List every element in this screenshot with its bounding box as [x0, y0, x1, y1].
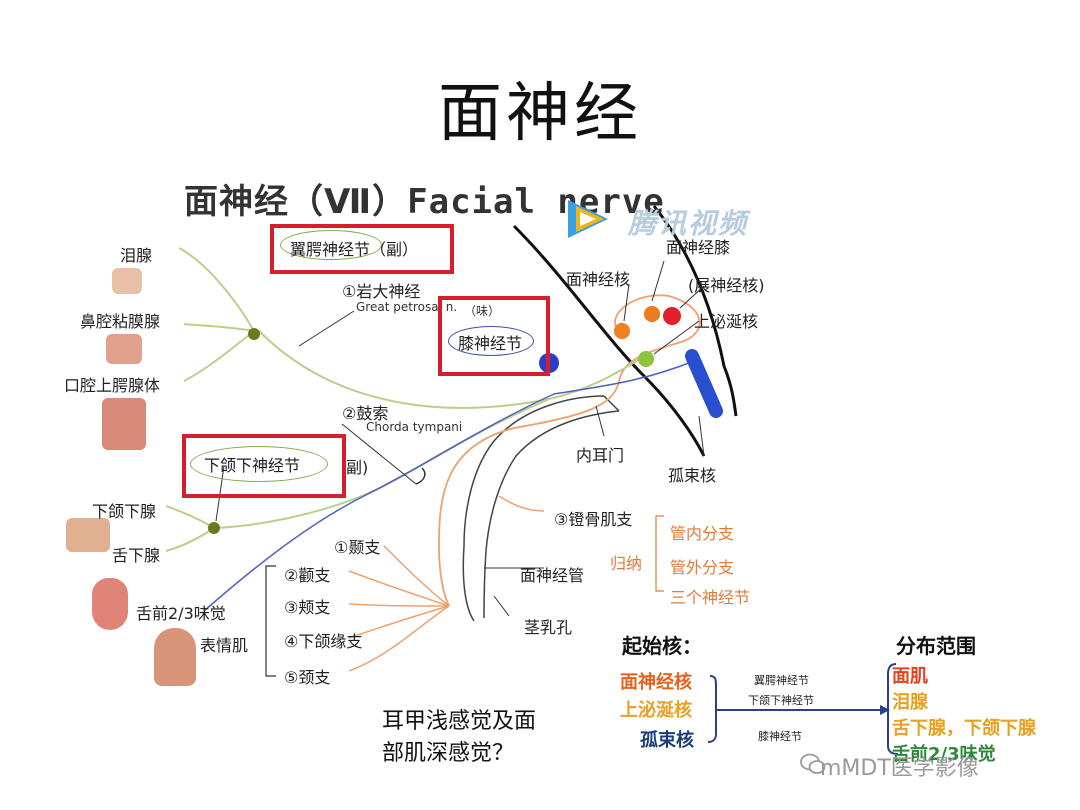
submandibular-ganglion-suffix: 副)	[346, 458, 369, 477]
summary-arrows	[707, 663, 899, 755]
nasal-image	[106, 334, 142, 364]
pterygopalatine-box	[270, 224, 454, 274]
buccal-branch-label: ③颊支	[284, 598, 331, 617]
sublingual-gland-label: 舌下腺	[112, 546, 161, 565]
facial-canal-label: 面神经管	[520, 566, 585, 585]
superior-salivatory-label: 上泌涎核	[694, 312, 759, 331]
figure-title: 面神经（Ⅶ）Facial nerve	[184, 174, 665, 223]
summary-panel: 起始核： 分布范围 面神经核 上泌涎核 孤束核 翼腭神经节 下颌下神经节 膝神经…	[612, 620, 1052, 800]
origin-heading: 起始核：	[622, 634, 702, 658]
greater-petrosal-label: ①岩大神经	[342, 282, 421, 301]
taste-label: （味）	[464, 304, 501, 318]
summary-label: 归纳	[610, 554, 643, 573]
stylomastoid-foramen-label: 茎乳孔	[524, 618, 573, 637]
submandibular-gland-label: 下颌下腺	[92, 502, 157, 521]
gland-image	[66, 518, 110, 552]
question-text: 耳甲浅感觉及面 部肌深感觉？	[382, 706, 536, 770]
pterygopalatine-label: 翼腭神经节（副）	[290, 240, 419, 259]
submandibular-ganglion-label: 下颌下神经节	[204, 456, 301, 475]
chorda-tympani-en-label: Chorda tympani	[366, 420, 463, 434]
video-logo-icon	[568, 200, 608, 238]
distribution-heading: 分布范围	[896, 634, 976, 658]
via-geniculate: 膝神经节	[758, 730, 802, 743]
video-logo-text: 腾讯视频	[628, 207, 749, 240]
figure-title-cn: 面神经（Ⅶ）	[184, 182, 408, 222]
cervical-branch-label: ⑤颈支	[284, 668, 331, 687]
question-line-1: 耳甲浅感觉及面	[382, 709, 537, 734]
mandibular-margin-branch-label: ④下颌缘支	[284, 632, 363, 651]
greater-petrosal-en-label: Great petrosal n.	[356, 300, 458, 314]
temporal-branch-label: ①颞支	[334, 538, 381, 557]
via-submandibular: 下颌下神经节	[748, 694, 814, 707]
extracanal-branch-label: 管外分支	[670, 558, 735, 577]
geniculate-ellipse	[448, 326, 534, 356]
facial-nucleus-label: 面神经核	[566, 270, 631, 289]
figure-title-en: Facial nerve	[407, 182, 665, 222]
lacrimal-image	[112, 268, 142, 294]
question-line-2: 部肌深感觉？	[382, 741, 515, 766]
target-lacrimal: 泪腺	[892, 692, 928, 713]
origin-superior-salivatory: 上泌涎核	[620, 700, 692, 721]
nerve-pathways	[165, 205, 738, 677]
anterior-tongue-taste-label: 舌前2/3味觉	[136, 604, 226, 623]
target-facial-muscles: 面肌	[892, 666, 928, 687]
target-taste: 舌前2/3味觉	[892, 744, 996, 765]
palate-image	[102, 398, 146, 450]
facial-genu-label: 面神经膝	[666, 238, 731, 257]
intracanal-branch-label: 管内分支	[670, 524, 735, 543]
solitary-nucleus-label: 孤束核	[668, 466, 717, 485]
expression-muscles-label: 表情肌	[200, 636, 249, 655]
abducens-label: (展神经核)	[688, 276, 765, 295]
watermark: mMDT医学影像	[820, 756, 979, 781]
internal-acoustic-label: 内耳门	[576, 446, 625, 465]
head-image	[154, 628, 196, 686]
geniculate-label: 膝神经节	[458, 334, 523, 353]
wechat-icon	[800, 753, 826, 774]
submandibular-ellipse	[190, 446, 328, 482]
chorda-tympani-label: ②鼓索	[342, 404, 389, 423]
lacrimal-label: 泪腺	[120, 246, 153, 265]
via-pterygopalatine: 翼腭神经节	[754, 674, 809, 687]
origin-facial-nucleus: 面神经核	[620, 672, 692, 693]
zygomatic-branch-label: ②颧支	[284, 566, 331, 585]
pterygopalatine-ellipse	[280, 230, 382, 260]
facial-nerve-diagram: 面神经（Ⅶ）Facial nerve 腾讯视频 泪腺 鼻腔粘膜腺 口腔上腭腺体 …	[44, 166, 784, 696]
origin-solitary-nucleus: 孤束核	[640, 730, 694, 751]
target-salivary-glands: 舌下腺，下颌下腺	[892, 718, 1036, 739]
geniculate-box	[438, 296, 550, 376]
tongue-image	[92, 578, 128, 630]
slide-title: 面神经	[438, 77, 642, 151]
nasal-mucosa-label: 鼻腔粘膜腺	[80, 312, 161, 331]
stapedius-branch-label: ③镫骨肌支	[554, 510, 633, 529]
palate-label: 口腔上腭腺体	[64, 376, 161, 395]
submandibular-box	[182, 434, 346, 498]
three-ganglia-label: 三个神经节	[670, 588, 751, 607]
